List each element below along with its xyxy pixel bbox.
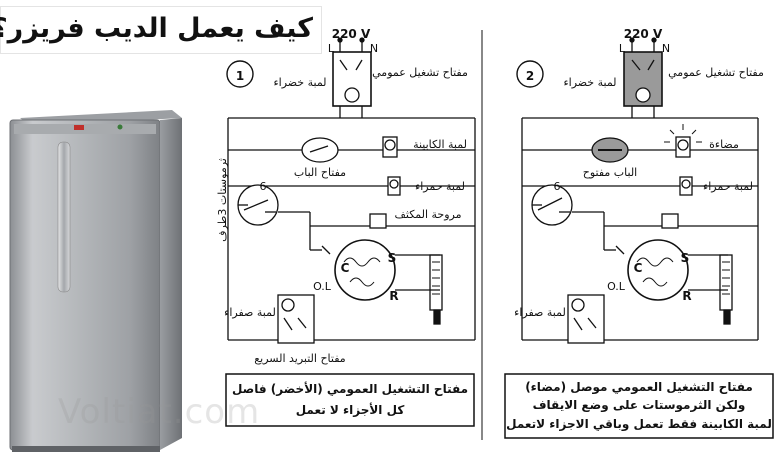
d2-OL: O.L [607,280,626,293]
watermark-left: Voltiat.com [58,392,261,432]
d2-main-switch-label: مفتاح تشغيل عمومي [668,66,764,79]
freezer-image [9,110,182,452]
step-1-badge [226,60,254,88]
d2-C: C [634,261,643,275]
d1-green-lamp-label: لمبة خضراء [273,76,326,89]
step-1-number: 1 [236,69,244,83]
diagram-1 [225,37,476,427]
d2-voltage: 220 V [624,27,663,41]
title-banner: كيف يعمل الديب فريزر؟ [0,6,322,54]
d1-caption-line2: كل الأجزاء لا تعمل [296,402,405,417]
d1-door-switch-label: مفتاح الباب [294,166,346,179]
d2-S: S [681,251,690,265]
d2-caption-line1: مفتاح التشغيل العمومي موصل (مضاء) [525,380,753,395]
page-title: كيف يعمل الديب فريزر؟ [0,13,313,44]
d1-voltage: 220 V [332,27,371,41]
d2-yellow-lamp-label: لمبة صفراء [514,306,566,319]
d1-caption-line1: مفتاح التشغيل العمومي (الأخضر) فاصل [232,381,468,397]
d1-condenser-fan-label: مروحة المكثف [394,208,461,221]
d2-lit-label: مضاءة [709,138,739,151]
d2-caption-line3: لمبة الكابينة فقط تعمل وباقي الاجزاء لات… [506,417,772,432]
d2-N: N [662,42,670,55]
door-handle [57,141,71,293]
d1-thermostat-terminal: 6 [260,180,267,193]
step-2-badge [516,60,544,88]
d1-main-switch-label: مفتاح تشغيل عمومي [372,66,468,79]
step-2-number: 2 [526,69,534,83]
d1-thermostat-label: ثرموستات 3طرف [216,158,229,242]
d1-fast-cool-label: مفتاح التبريد السريع [254,352,345,365]
d1-L: L [328,42,335,55]
d2-L: L [619,42,626,55]
d1-OL: O.L [313,280,332,293]
d1-S: S [388,251,397,265]
d1-N: N [370,42,378,55]
diagram-2 [481,30,774,440]
d1-yellow-lamp-label: لمبة صفراء [224,306,276,319]
d1-C: C [341,261,350,275]
d1-red-lamp-label: لمبة حمراء [415,180,465,193]
d2-thermostat-terminal: 6 [554,180,561,193]
d1-cabinet-lamp-label: لمبة الكابينة [413,138,467,151]
d2-R: R [682,289,691,303]
brand-badge [74,125,84,130]
d2-caption-line2: ولكن الثرموستات على وضع الايقاف [533,398,746,413]
d2-green-lamp-label: لمبة خضراء [563,76,616,89]
d2-red-lamp-label: لمبة حمراء [703,180,753,193]
d1-R: R [389,289,398,303]
d2-door-open-label: الباب مفتوح [583,166,638,179]
